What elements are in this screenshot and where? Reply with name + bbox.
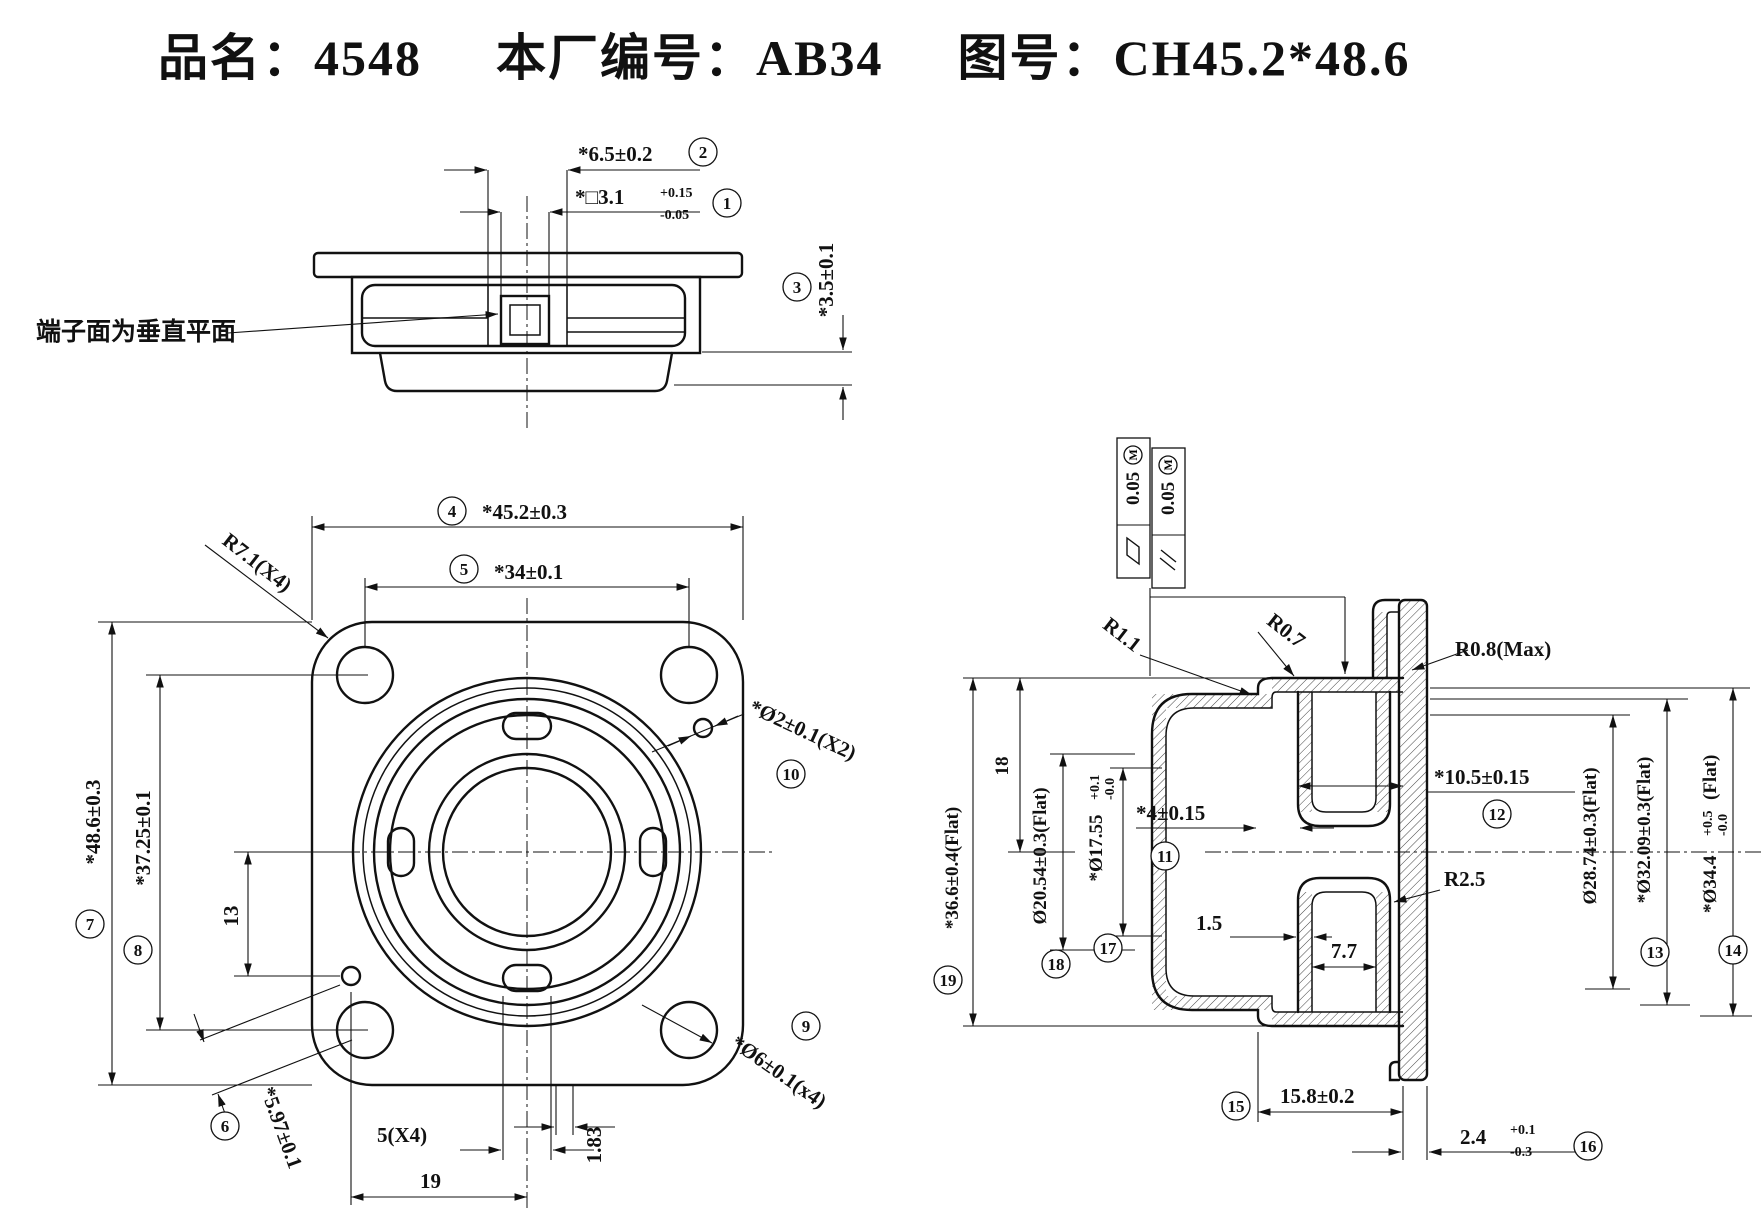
svg-text:15: 15	[1228, 1097, 1245, 1116]
balloon-13: 13	[1640, 937, 1670, 967]
balloon-2: 2	[688, 137, 718, 167]
front-view: 4 *45.2±0.3 5 *34±0.1 R7.1(X4) *48.6±0.3…	[75, 496, 860, 1210]
dim-r1_1: R1.1	[1099, 612, 1146, 656]
dim-diam20_54: Ø20.54±0.3(Flat)	[1030, 787, 1051, 924]
dim-18: 18	[992, 757, 1013, 776]
svg-text:-0.0: -0.0	[1103, 778, 1118, 800]
svg-text:7: 7	[86, 915, 95, 934]
dim-2_4-tol-minus: -0.3	[1510, 1145, 1532, 1160]
dim-3_1-square: *□3.1	[575, 185, 624, 209]
balloon-4: 4	[437, 496, 467, 526]
top-view: 端子面为垂直平面 *6.5±0.2 2 *□3.1 +0.15 -0.05 1	[36, 137, 852, 428]
svg-text:5: 5	[460, 560, 469, 579]
balloon-12: 12	[1482, 799, 1512, 829]
svg-text:1: 1	[723, 194, 732, 213]
flatness-icon	[1126, 536, 1140, 566]
dim-10_5: *10.5±0.15	[1434, 765, 1530, 789]
dim-13: 13	[219, 906, 243, 927]
dim-7_7: 7.7	[1331, 939, 1357, 963]
svg-text:*Ø17.55: *Ø17.55	[1086, 814, 1107, 881]
dim-3_1-tol-minus: -0.05	[660, 208, 689, 223]
dim-diam6: *Ø6±0.1(x4)	[727, 1030, 831, 1113]
balloon-15: 15	[1221, 1091, 1251, 1121]
dim-3_5: *3.5±0.1	[814, 243, 838, 318]
svg-text:+0.5: +0.5	[1701, 811, 1716, 836]
dim-19: 19	[420, 1169, 441, 1193]
dim-diam28_74: Ø28.74±0.3(Flat)	[1580, 767, 1601, 904]
dim-3_1-tol-plus: +0.15	[660, 186, 692, 201]
dim-r0_8: R0.8(Max)	[1455, 637, 1551, 661]
side-view: 0.05 M 0.05 M R	[933, 437, 1763, 1161]
dim-4: *4±0.15	[1136, 801, 1205, 825]
dim-6_5: *6.5±0.2	[578, 142, 653, 166]
parallelism-icon	[1159, 549, 1177, 571]
dim-r2_5: R2.5	[1444, 867, 1485, 891]
dim-2_4-tol-plus: +0.1	[1510, 1123, 1535, 1138]
svg-text:4: 4	[448, 502, 457, 521]
terminal-face-note: 端子面为垂直平面	[36, 318, 236, 346]
factory-code: 本厂编号：AB34	[496, 30, 884, 86]
balloon-5: 5	[449, 554, 479, 584]
svg-text:0.05: 0.05	[1158, 482, 1179, 515]
dim-36_6: *36.6±0.4(Flat)	[942, 807, 963, 929]
balloon-14: 14	[1718, 935, 1748, 965]
dim-diam2: *Ø2±0.1(X2)	[746, 695, 860, 765]
balloon-3: 3	[782, 272, 812, 302]
balloon-19: 19	[933, 965, 963, 995]
dim-34: *34±0.1	[494, 560, 563, 584]
dim-1_83: 1.83	[582, 1127, 606, 1164]
product-name: 品名：4548	[158, 30, 422, 86]
balloon-18: 18	[1041, 949, 1071, 979]
drawing-number: 图号：CH45.2*48.6	[957, 30, 1411, 86]
balloon-6: 6	[210, 1111, 240, 1141]
svg-text:11: 11	[1157, 847, 1173, 866]
dim-45_2: *45.2±0.3	[482, 500, 567, 524]
title-block: 品名：4548 本厂编号：AB34 图号：CH45.2*48.6	[158, 18, 1410, 90]
svg-text:10: 10	[783, 765, 800, 784]
svg-text:3: 3	[793, 278, 802, 297]
svg-text:19: 19	[940, 971, 957, 990]
dim-diam34_4: *Ø34.4 +0.5 -0.0 (Flat)	[1700, 755, 1731, 913]
svg-text:16: 16	[1580, 1137, 1597, 1156]
svg-text:12: 12	[1489, 805, 1506, 824]
svg-text:8: 8	[134, 941, 143, 960]
gdt-parallelism-frame: 0.05 M	[1151, 447, 1186, 589]
dim-diam32_09: *Ø32.09±0.3(Flat)	[1634, 757, 1655, 904]
balloon-16: 16	[1573, 1131, 1603, 1161]
svg-text:14: 14	[1725, 941, 1743, 960]
dim-diam17_55: *Ø17.55 +0.1 -0.0	[1086, 775, 1118, 882]
svg-text:18: 18	[1048, 955, 1065, 974]
dim-48_6: *48.6±0.3	[81, 779, 105, 864]
balloon-8: 8	[123, 935, 153, 965]
balloon-9: 9	[791, 1011, 821, 1041]
svg-text:*Ø34.4: *Ø34.4	[1700, 855, 1721, 913]
dim-2_4: 2.4	[1460, 1125, 1487, 1149]
balloon-1: 1	[712, 188, 742, 218]
svg-text:(Flat): (Flat)	[1700, 755, 1721, 800]
material-condition-m-icon: M	[1126, 449, 1140, 460]
svg-text:-0.0: -0.0	[1716, 814, 1731, 836]
svg-text:17: 17	[1100, 939, 1118, 958]
svg-text:6: 6	[221, 1117, 230, 1136]
svg-text:+0.1: +0.1	[1088, 775, 1103, 800]
dim-r7_1: R7.1(X4)	[218, 528, 297, 597]
gdt-flatness-frame: 0.05 M	[1116, 437, 1151, 579]
dim-15_8: 15.8±0.2	[1280, 1084, 1355, 1108]
dim-1_5: 1.5	[1196, 911, 1222, 935]
balloon-17: 17	[1093, 933, 1123, 963]
balloon-7: 7	[75, 909, 105, 939]
balloon-10: 10	[776, 759, 806, 789]
dim-37_25: *37.25±0.1	[131, 790, 155, 886]
dim-5x4: 5(X4)	[377, 1123, 427, 1147]
svg-text:2: 2	[699, 143, 708, 162]
svg-text:9: 9	[802, 1017, 811, 1036]
svg-text:0.05: 0.05	[1123, 472, 1144, 505]
material-condition-m-icon: M	[1161, 459, 1175, 470]
svg-text:13: 13	[1647, 943, 1664, 962]
dim-5_97: *5.97±0.1	[256, 1084, 308, 1172]
balloon-11: 11	[1150, 841, 1180, 871]
